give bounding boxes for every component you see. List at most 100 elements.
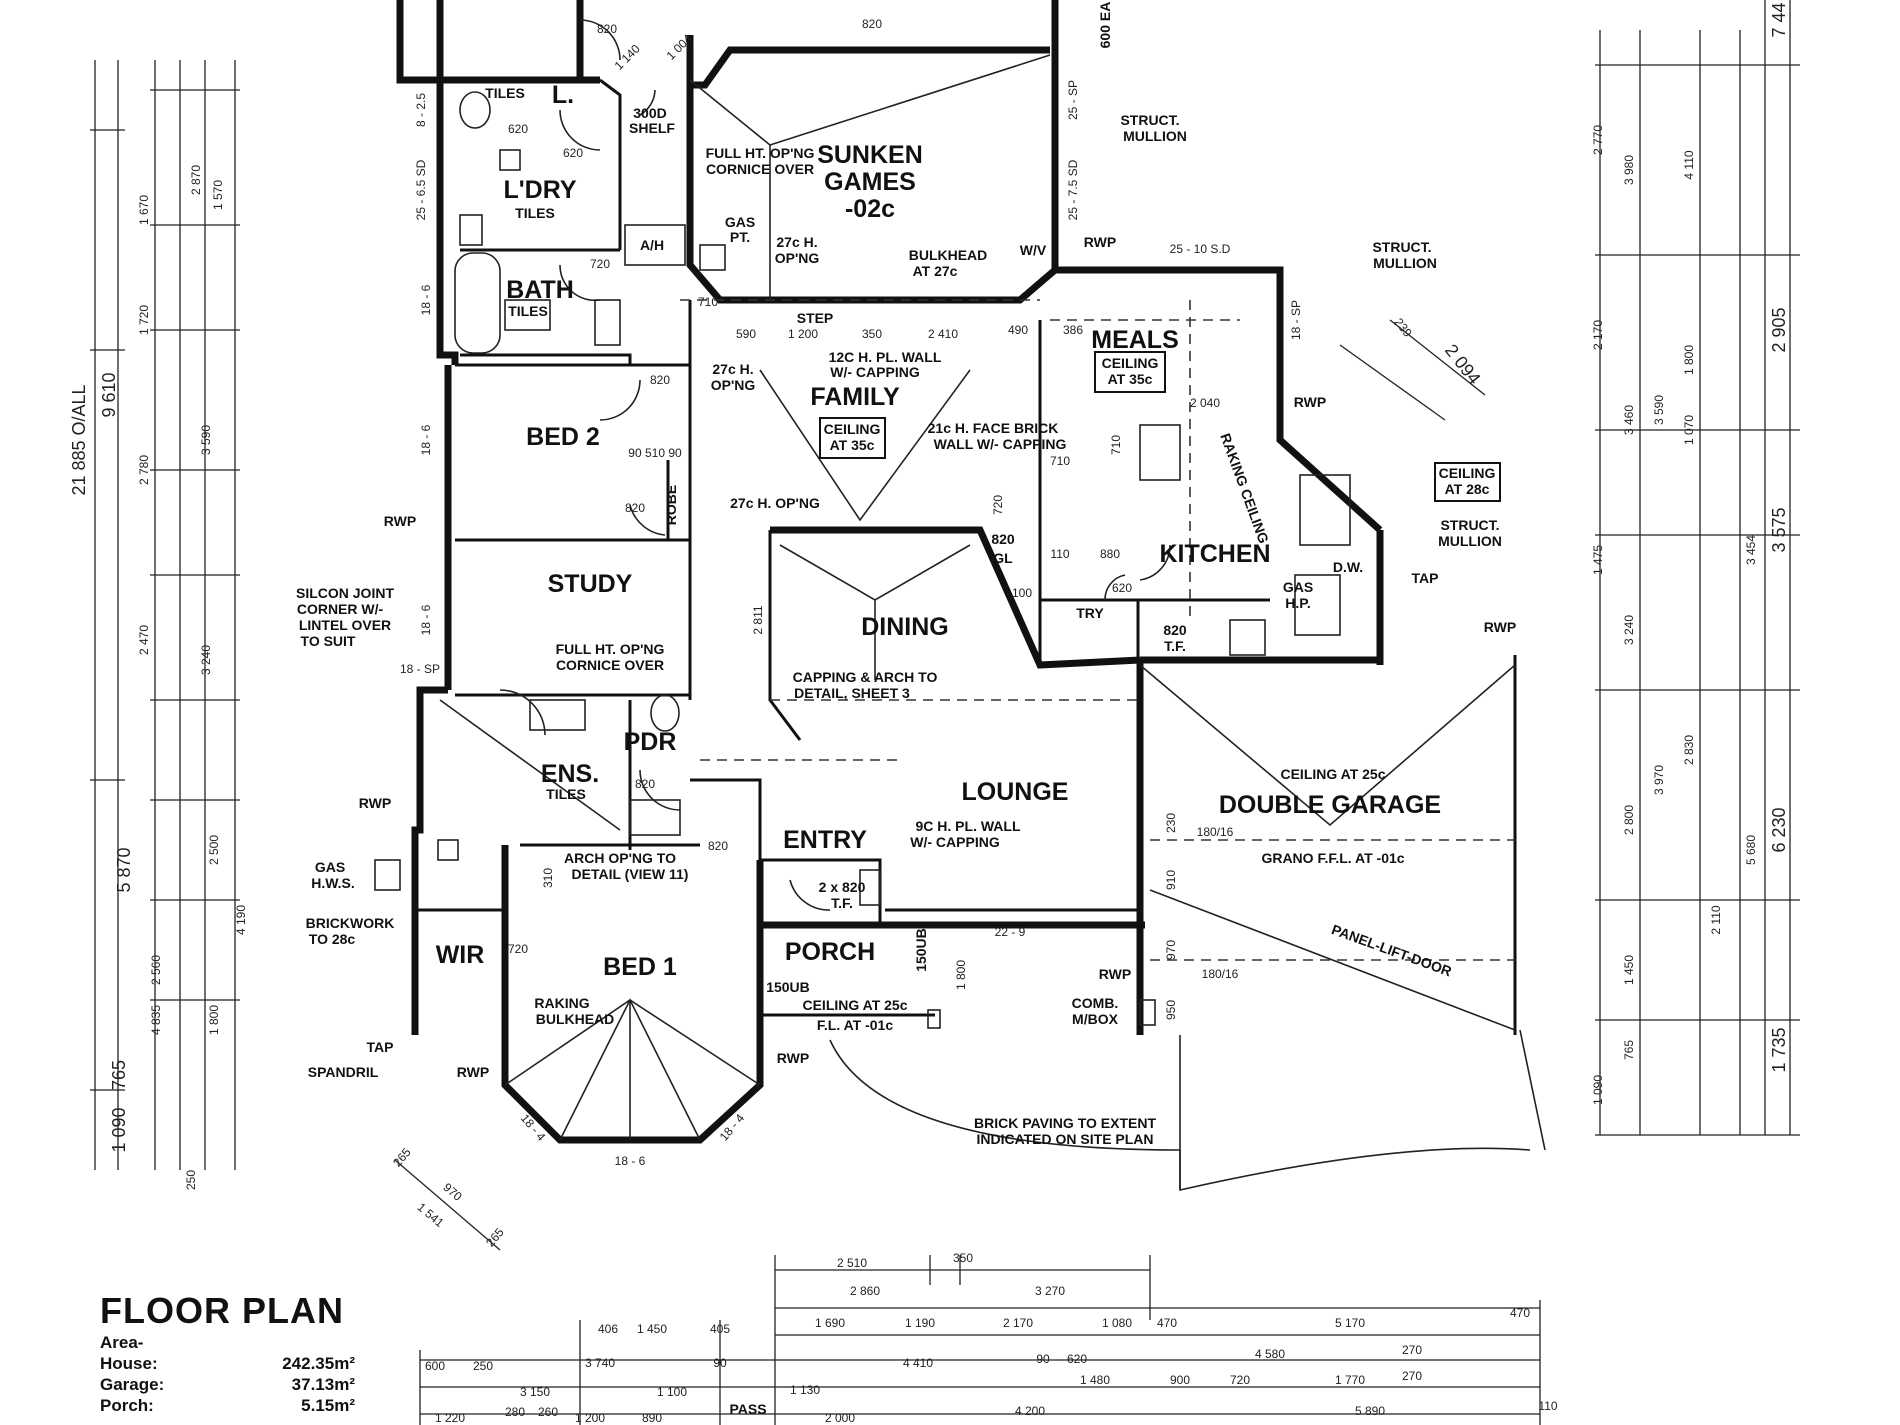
note-bulkhead-2: AT 27c [913, 263, 958, 279]
area-row-house: House: 242.35m² [100, 1353, 355, 1374]
note-tf-820-1: 820 [1163, 622, 1187, 638]
bottom-dimension-strings: 2 510 350 2 860 3 270 1 690 1 190 2 170 … [419, 1251, 1558, 1425]
dim-b-1480: 1 480 [1080, 1373, 1110, 1387]
note-tiles-ldry: TILES [515, 205, 555, 221]
dim-970: 970 [1164, 940, 1178, 960]
dim-left-250: 250 [184, 1170, 198, 1190]
dim-left-5870: 5 870 [114, 847, 134, 892]
dim-l-2470: 2 470 [137, 625, 151, 655]
dim-b-3150: 3 150 [520, 1385, 550, 1399]
ceiling-lines [439, 54, 1546, 1192]
note-ceiling-meals-2: AT 35c [1108, 371, 1153, 387]
area-row-porch: Porch: 5.15m² [100, 1395, 355, 1416]
note-tap-spandril-2: SPANDRIL [308, 1064, 379, 1080]
room-bed1: BED 1 [603, 953, 677, 981]
dim-l-1720: 1 720 [137, 305, 151, 335]
dim-265-a: 265 [390, 1145, 414, 1170]
dim-b-270a: 270 [1402, 1343, 1422, 1357]
note-shelf-1: 300D [633, 105, 666, 121]
note-struct-3a: STRUCT. [1440, 517, 1499, 533]
dim-b-1190: 1 190 [905, 1316, 935, 1330]
note-ceiling-garage: CEILING AT 25c [1280, 766, 1385, 782]
dim-8-25: 8 - 2.5 [414, 93, 428, 127]
dim-r-2830: 2 830 [1682, 735, 1696, 765]
note-ah: A/H [640, 237, 664, 253]
dim-left-765: 765 [109, 1060, 129, 1090]
dim-350: 350 [862, 327, 882, 341]
dim-22-9: 22 - 9 [995, 925, 1026, 939]
dim-25-75: 25 - 7.5 SD [1066, 159, 1080, 220]
dim-l-1570: 1 570 [211, 180, 225, 210]
note-rwp-8: RWP [777, 1050, 809, 1066]
dim-r-3590: 3 590 [1652, 395, 1666, 425]
note-150ub-vert: 150UB [913, 928, 929, 972]
note-struct-3b: MULLION [1438, 533, 1502, 549]
dim-b-90a: 90 [713, 1356, 727, 1370]
note-capping-arch-1: CAPPING & ARCH TO [793, 669, 938, 685]
room-double-garage: DOUBLE GARAGE [1219, 791, 1441, 819]
dim-110: 110 [1050, 547, 1069, 561]
dim-490: 490 [1008, 323, 1028, 337]
dim-b-470b: 470 [1510, 1306, 1530, 1320]
dim-b-405: 405 [710, 1322, 730, 1336]
note-full-ht-study-2: CORNICE OVER [556, 657, 664, 673]
room-try: TRY [1076, 605, 1104, 621]
dim-25-65: 25 - 6.5 SD [414, 159, 428, 220]
note-full-ht-games-1: FULL HT. OP'NG [706, 145, 815, 161]
dim-b-5890: 5 890 [1355, 1404, 1385, 1418]
note-wall-12c-2: W/- CAPPING [830, 364, 920, 380]
dim-310: 310 [541, 868, 555, 888]
area-label-row: Area- [100, 1332, 355, 1353]
note-tiles-bath: TILES [508, 303, 548, 319]
dim-b-4410: 4 410 [903, 1356, 933, 1370]
dim-90-510: 90 510 90 [628, 446, 682, 460]
dim-r-1090: 1 090 [1591, 1075, 1605, 1105]
dim-left-1090: 1 090 [109, 1107, 129, 1152]
dim-b-406: 406 [598, 1322, 618, 1336]
note-tf-820-2: T.F. [1164, 638, 1186, 654]
note-silcon-1: SILCON JOINT [296, 585, 394, 601]
note-face-brick-1: 21c H. FACE BRICK [928, 420, 1059, 436]
dim-18-sp-a: 18 - SP [1289, 300, 1303, 340]
note-full-ht-games-2: CORNICE OVER [706, 161, 814, 177]
door-swings [499, 19, 1171, 911]
dim-b-2510: 2 510 [837, 1256, 867, 1270]
note-gas-hp-2: H.P. [1285, 595, 1310, 611]
dim-r-3970: 3 970 [1652, 765, 1666, 795]
dim-620-b: 620 [563, 146, 583, 160]
dim-b-1200: 1 200 [575, 1411, 605, 1425]
dim-2094: 2 094 [1441, 340, 1484, 388]
room-bed2: BED 2 [526, 423, 600, 451]
dim-r-2170: 2 170 [1591, 320, 1605, 350]
dim-b-1690: 1 690 [815, 1316, 845, 1330]
room-ldry: L'DRY [503, 176, 576, 204]
dim-b-2860: 2 860 [850, 1284, 880, 1298]
area-house-label: House: [100, 1354, 158, 1373]
dim-720-k: 720 [991, 495, 1005, 515]
area-label: Area- [100, 1333, 144, 1352]
note-silcon-3: LINTEL OVER [299, 617, 391, 633]
dim-386: 386 [1063, 323, 1083, 337]
dim-l-2780: 2 780 [137, 455, 151, 485]
dim-620-ldry: 620 [508, 122, 528, 136]
dim-r-1800: 1 800 [1682, 345, 1696, 375]
dim-l-1800: 1 800 [207, 1005, 221, 1035]
dim-710-b: 710 [1050, 454, 1070, 468]
note-raking-ceiling: RAKING CEILING [1217, 431, 1272, 545]
dim-1140: 1 140 [612, 41, 643, 72]
dim-r-1475: 1 475 [1591, 545, 1605, 575]
dim-right-7440: 7 44 [1769, 2, 1789, 37]
dim-2040: 2 040 [1190, 396, 1220, 410]
dim-b-2170: 2 170 [1003, 1316, 1033, 1330]
dim-b-1450: 1 450 [637, 1322, 667, 1336]
note-rwp-7: RWP [457, 1064, 489, 1080]
dim-18-sp-b: 18 - SP [400, 662, 440, 676]
room-meals: MEALS [1091, 326, 1179, 354]
dim-b-350: 350 [953, 1251, 973, 1265]
dim-r-3460: 3 460 [1622, 405, 1636, 435]
note-wall-12c-1: 12C H. PL. WALL [829, 349, 942, 365]
note-dw: D.W. [1333, 559, 1363, 575]
dim-left-9610: 9 610 [99, 372, 119, 417]
note-comb-mbox-2: M/BOX [1072, 1011, 1119, 1027]
note-silcon-2: CORNER W/- [297, 601, 384, 617]
